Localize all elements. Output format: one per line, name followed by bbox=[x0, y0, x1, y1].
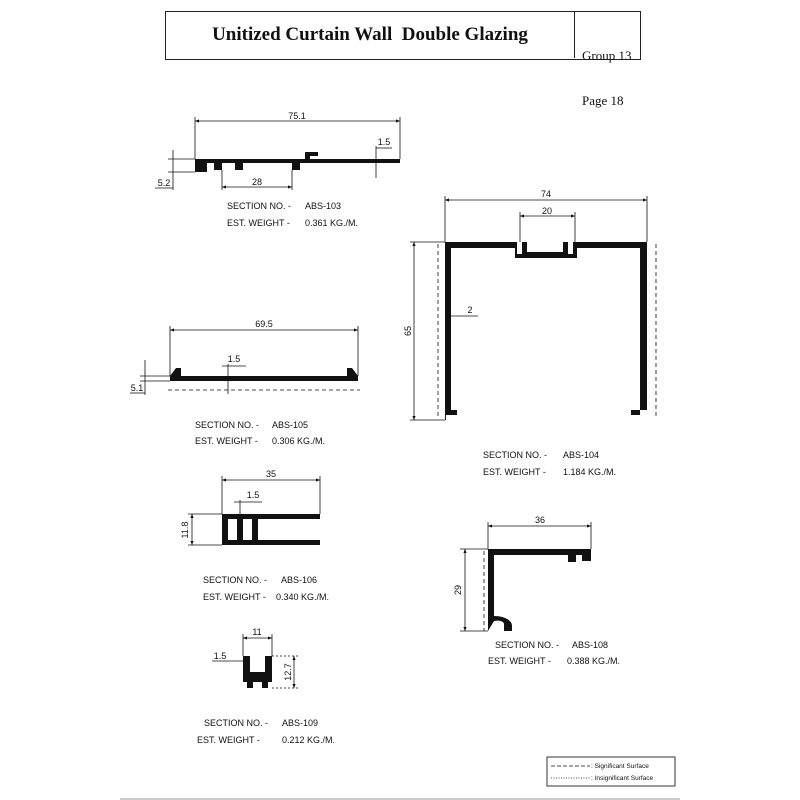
profile-shape bbox=[488, 549, 591, 631]
weight-value: 0.306 KG./M. bbox=[272, 436, 325, 446]
section-no: ABS-105 bbox=[272, 420, 308, 430]
profile-abs-108: 36 29 bbox=[453, 515, 592, 632]
section-no-label: SECTION NO. -ABS-108 bbox=[495, 640, 608, 650]
profile-abs-103: 75.1 1.5 5.2 28 bbox=[155, 111, 401, 190]
weight-value: 0.212 KG./M. bbox=[282, 735, 335, 745]
dim-label: 69.5 bbox=[255, 319, 273, 329]
weight-value: 0.361 KG./M. bbox=[305, 218, 358, 228]
section-no-label: SECTION NO. -ABS-103 bbox=[227, 201, 341, 211]
dim-label: 1.5 bbox=[247, 490, 260, 500]
group-label: Group bbox=[582, 48, 616, 63]
dim-label: 5.1 bbox=[131, 383, 144, 393]
weight-label: EST. WEIGHT -0.361 KG./M. bbox=[227, 218, 358, 228]
dim-label: 29 bbox=[453, 585, 463, 595]
dim-label: 28 bbox=[252, 177, 262, 187]
legend-insignificant: : Insignificant Surface bbox=[591, 775, 654, 782]
profile-abs-109: 11 1.5 12.7 bbox=[212, 627, 298, 689]
weight-label: EST. WEIGHT -0.388 KG./M. bbox=[488, 656, 620, 666]
group-number: 13 bbox=[618, 48, 632, 63]
profile-abs-106: 35 1.5 11.8 bbox=[180, 469, 321, 546]
weight-label: EST. WEIGHT -0.212 KG./M. bbox=[197, 735, 335, 745]
dim-label: 1.5 bbox=[228, 354, 241, 364]
header-meta: Group 13 Page 18 bbox=[582, 18, 631, 138]
weight-value: 0.388 KG./M. bbox=[567, 656, 620, 666]
section-no: ABS-108 bbox=[572, 640, 608, 650]
weight-label: EST. WEIGHT -1.184 KG./M. bbox=[483, 467, 616, 477]
dim-label: 11.8 bbox=[180, 522, 190, 539]
section-no: ABS-103 bbox=[305, 201, 341, 211]
weight-label: EST. WEIGHT -0.340 KG./M. bbox=[203, 592, 329, 602]
section-no-label: SECTION NO. -ABS-106 bbox=[203, 575, 317, 585]
dim-label: 1.5 bbox=[214, 651, 227, 661]
section-no: ABS-104 bbox=[563, 450, 599, 460]
profile-shape bbox=[222, 514, 320, 545]
dim-label: 35 bbox=[266, 469, 276, 479]
section-no: ABS-109 bbox=[282, 718, 318, 728]
weight-value: 0.340 KG./M. bbox=[276, 592, 329, 602]
section-no-label: SECTION NO. -ABS-105 bbox=[195, 420, 308, 430]
profile-shape bbox=[170, 368, 358, 381]
dim-label: 11 bbox=[252, 627, 261, 637]
dim-label: 2 bbox=[467, 305, 472, 315]
profile-shape bbox=[243, 656, 272, 688]
dim-label: 75.1 bbox=[288, 111, 306, 121]
dim-label: 12.7 bbox=[283, 663, 293, 681]
dim-label: 20 bbox=[542, 206, 552, 216]
profile-shape bbox=[195, 152, 400, 172]
page-label: Page bbox=[582, 93, 608, 108]
profile-abs-104: 74 20 65 2 bbox=[403, 189, 657, 421]
page-number: 18 bbox=[610, 93, 624, 108]
legend-significant: : Significant Surface bbox=[591, 763, 649, 770]
profile-shape bbox=[445, 242, 647, 420]
section-no-label: SECTION NO. -ABS-104 bbox=[483, 450, 599, 460]
dim-label: 36 bbox=[535, 515, 545, 525]
section-no: ABS-106 bbox=[281, 575, 317, 585]
weight-value: 1.184 KG./M. bbox=[563, 467, 616, 477]
dim-label: 74 bbox=[541, 189, 551, 199]
profile-abs-105: 69.5 1.5 5.1 bbox=[130, 319, 360, 395]
header-divider bbox=[574, 12, 575, 58]
dim-label: 65 bbox=[403, 326, 413, 336]
section-no-label: SECTION NO. -ABS-109 bbox=[204, 718, 318, 728]
header-box: Unitized Curtain Wall Double Glazing Gro… bbox=[165, 11, 641, 108]
page-title: Unitized Curtain Wall Double Glazing bbox=[212, 24, 528, 45]
dim-label: 1.5 bbox=[378, 137, 391, 147]
legend: : Significant Surface : Insignificant Su… bbox=[546, 756, 676, 787]
weight-label: EST. WEIGHT -0.306 KG./M. bbox=[195, 436, 325, 446]
dim-label: 5.2 bbox=[158, 178, 171, 188]
